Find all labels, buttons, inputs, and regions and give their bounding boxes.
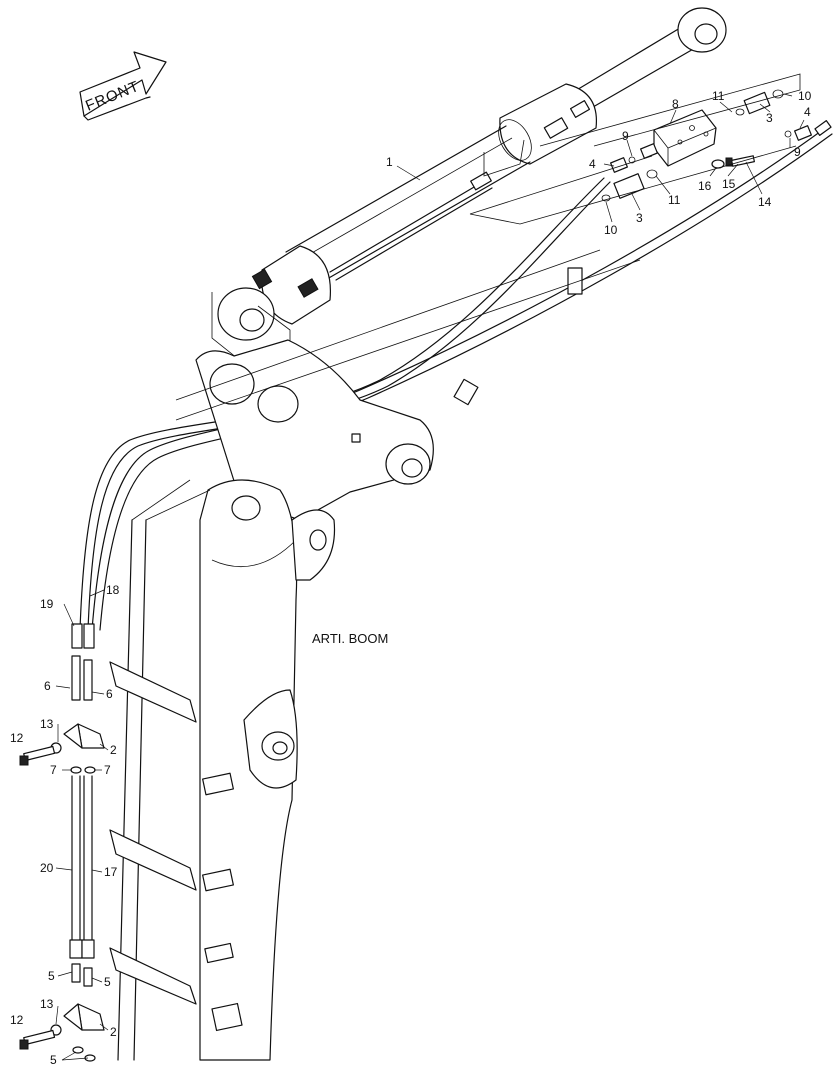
part-label: 7 [50,763,57,777]
part-label: 20 [40,861,54,875]
part-label: 11 [712,89,725,103]
part-label: 9 [622,129,629,143]
lower-hoses [19,623,105,1062]
part-label: 16 [698,179,712,193]
front-arrow: FRONT [79,51,167,121]
part-label: 3 [636,211,643,225]
part-label: 5 [48,969,55,983]
part-label: 4 [804,105,811,119]
part-label: 14 [758,195,772,209]
part-label: 9 [794,145,801,159]
part-label: 13 [40,997,54,1011]
part-label: 2 [110,743,117,757]
leader-lines [55,93,805,1061]
part-label: 18 [106,583,120,597]
section-label: ARTI. BOOM [312,631,388,646]
part-label: 7 [104,763,111,777]
part-label: 2 [110,1025,117,1039]
part-label: 12 [10,731,24,745]
part-label: 10 [798,89,812,103]
part-label: 4 [589,157,596,171]
part-label: 8 [672,97,679,111]
part-label: 6 [106,687,113,701]
part-label: 3 [766,111,773,125]
part-label: 5 [104,975,111,989]
boom-cylinder [211,7,727,379]
part-label: 5 [50,1053,57,1067]
part-label: 15 [722,177,736,191]
valve-assembly [469,73,812,225]
part-labels: 1 8 11 3 10 9 4 4 9 11 3 10 16 15 14 19 … [10,89,812,1067]
part-label: 17 [104,865,118,879]
part-label: 13 [40,717,54,731]
part-label: 11 [668,193,681,207]
arti-boom [109,249,641,1061]
part-label: 6 [44,679,51,693]
part-label: 1 [386,155,393,169]
part-label: 10 [604,223,618,237]
part-label: 19 [40,597,54,611]
part-label: 12 [10,1013,24,1027]
